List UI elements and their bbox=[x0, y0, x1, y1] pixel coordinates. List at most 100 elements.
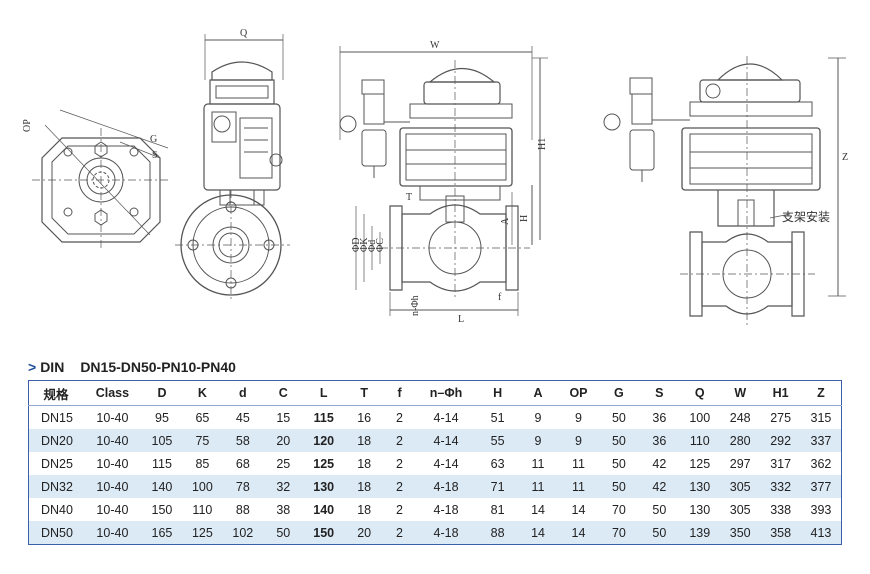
column-header: Z bbox=[800, 380, 842, 406]
column-header: d bbox=[222, 380, 264, 406]
table-cell: 2 bbox=[384, 405, 415, 429]
column-header: OP bbox=[558, 380, 599, 406]
table-cell: 11 bbox=[517, 452, 559, 475]
table-cell: 16 bbox=[343, 405, 385, 429]
table-cell: 50 bbox=[639, 521, 680, 545]
label-bracket: 支架安装 bbox=[782, 209, 830, 224]
table-cell: 4-14 bbox=[414, 429, 478, 452]
table-cell: 18 bbox=[343, 498, 385, 521]
table-cell: 88 bbox=[477, 521, 518, 545]
table-cell: 139 bbox=[679, 521, 720, 545]
table-cell: 125 bbox=[182, 521, 223, 545]
label-nh: n-Φh bbox=[410, 295, 421, 316]
label-k: ΦK bbox=[359, 237, 370, 252]
table-cell: DN40 bbox=[28, 498, 84, 521]
table-cell: 315 bbox=[800, 405, 842, 429]
label-dd: Φd bbox=[367, 240, 378, 252]
label-f: f bbox=[498, 292, 502, 303]
table-cell: 2 bbox=[384, 429, 415, 452]
section-arrow: > bbox=[28, 359, 37, 375]
table-cell: 70 bbox=[598, 521, 640, 545]
table-cell: 42 bbox=[639, 452, 680, 475]
column-header: D bbox=[141, 380, 183, 406]
table-cell: 337 bbox=[800, 429, 842, 452]
column-header: 规格 bbox=[28, 380, 84, 406]
table-cell: 10-40 bbox=[83, 521, 142, 545]
table-cell: 15 bbox=[263, 405, 304, 429]
table-cell: 20 bbox=[343, 521, 385, 545]
label-h1: H1 bbox=[537, 138, 548, 150]
table-cell: 58 bbox=[222, 429, 264, 452]
label-op: OP bbox=[22, 119, 33, 132]
table-cell: 2 bbox=[384, 475, 415, 498]
section-range: DN15-DN50-PN10-PN40 bbox=[80, 359, 236, 375]
table-cell: DN50 bbox=[28, 521, 84, 545]
column-header: G bbox=[598, 380, 640, 406]
table-cell: 2 bbox=[384, 452, 415, 475]
table-cell: 11 bbox=[558, 452, 599, 475]
table-cell: 120 bbox=[303, 429, 344, 452]
table-cell: 55 bbox=[477, 429, 518, 452]
label-g: G bbox=[150, 134, 157, 145]
table-cell: 338 bbox=[760, 498, 801, 521]
table-cell: 9 bbox=[517, 429, 559, 452]
table-cell: 14 bbox=[517, 498, 559, 521]
section-title: >DIN DN15-DN50-PN10-PN40 bbox=[28, 359, 236, 375]
table-cell: 78 bbox=[222, 475, 264, 498]
table-cell: DN32 bbox=[28, 475, 84, 498]
table-cell: 413 bbox=[800, 521, 842, 545]
column-header: f bbox=[384, 380, 415, 406]
table-cell: 50 bbox=[598, 452, 640, 475]
table-cell: 150 bbox=[141, 498, 183, 521]
table-cell: 362 bbox=[800, 452, 842, 475]
table-cell: 88 bbox=[222, 498, 264, 521]
table-cell: 130 bbox=[303, 475, 344, 498]
table-cell: 81 bbox=[477, 498, 518, 521]
table-cell: 4-18 bbox=[414, 475, 478, 498]
column-header: L bbox=[303, 380, 344, 406]
table-cell: 125 bbox=[679, 452, 720, 475]
front-view: W H1 H A bbox=[339, 40, 548, 325]
table-cell: 50 bbox=[598, 429, 640, 452]
label-s: S bbox=[152, 150, 158, 161]
label-z: Z bbox=[842, 152, 848, 163]
table-cell: 11 bbox=[517, 475, 559, 498]
column-header: H1 bbox=[760, 380, 801, 406]
table-cell: 10-40 bbox=[83, 498, 142, 521]
table-cell: 110 bbox=[679, 429, 720, 452]
table-cell: 70 bbox=[598, 498, 640, 521]
table-cell: 393 bbox=[800, 498, 842, 521]
table-cell: 102 bbox=[222, 521, 264, 545]
table-cell: 105 bbox=[141, 429, 183, 452]
table-cell: 14 bbox=[558, 521, 599, 545]
table-cell: 11 bbox=[558, 475, 599, 498]
table-cell: 4-14 bbox=[414, 452, 478, 475]
bracket-view: Z 支架安装 bbox=[603, 56, 848, 326]
table-cell: 4-18 bbox=[414, 521, 478, 545]
label-t: T bbox=[406, 192, 412, 203]
table-cell: 32 bbox=[263, 475, 304, 498]
column-header: n–Φh bbox=[414, 380, 478, 406]
table-cell: 317 bbox=[760, 452, 801, 475]
table-cell: 2 bbox=[384, 521, 415, 545]
table-cell: 18 bbox=[343, 452, 385, 475]
table-cell: 50 bbox=[598, 405, 640, 429]
table-cell: 275 bbox=[760, 405, 801, 429]
table-cell: DN15 bbox=[28, 405, 84, 429]
table-cell: 71 bbox=[477, 475, 518, 498]
column-header: Q bbox=[679, 380, 720, 406]
table-cell: DN20 bbox=[28, 429, 84, 452]
table-cell: 18 bbox=[343, 475, 385, 498]
section-standard: DIN bbox=[40, 359, 65, 375]
table-cell: 100 bbox=[679, 405, 720, 429]
table-cell: 305 bbox=[720, 498, 761, 521]
table-cell: 18 bbox=[343, 429, 385, 452]
table-cell: 4-18 bbox=[414, 498, 478, 521]
